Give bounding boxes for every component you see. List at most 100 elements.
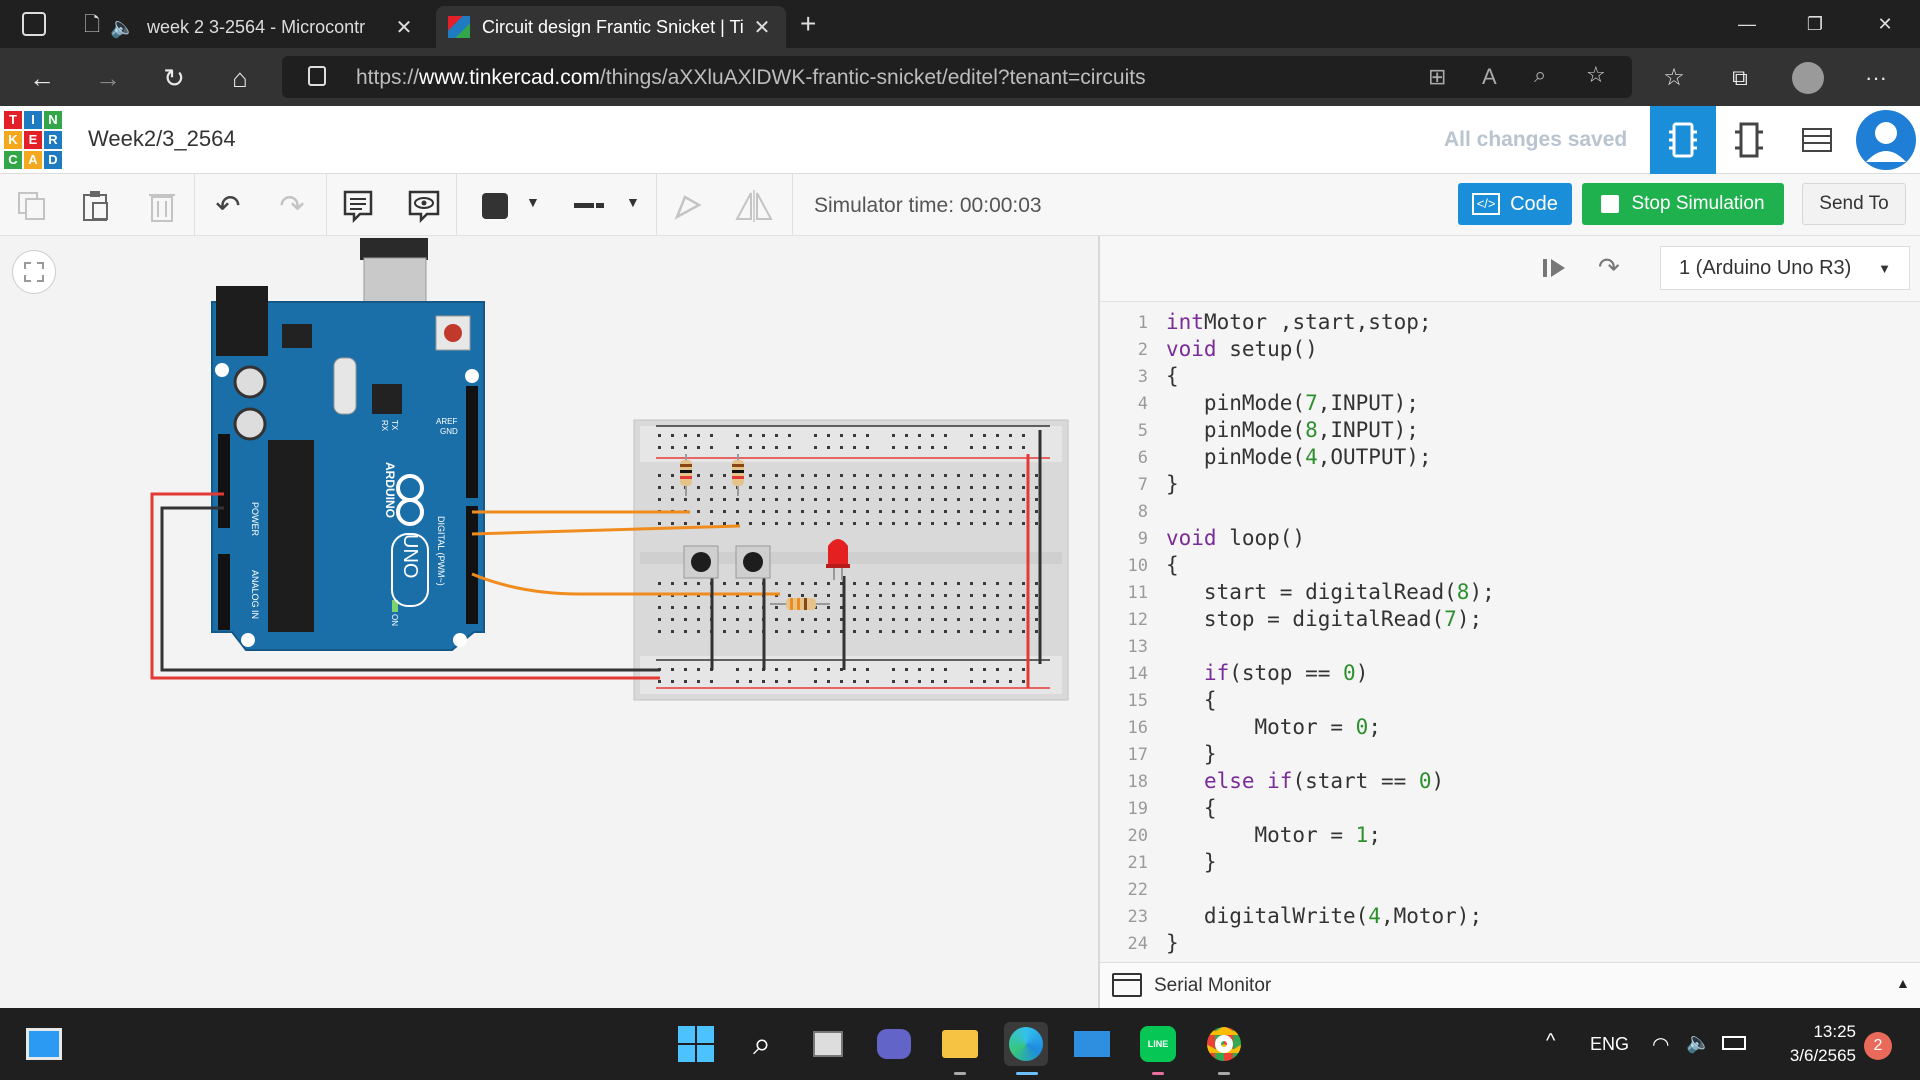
schematic-view-button[interactable] <box>1716 106 1782 174</box>
serial-monitor-bar[interactable]: Serial Monitor ▲ <box>1100 962 1920 1008</box>
collections-icon[interactable]: ⧉ <box>1732 65 1748 90</box>
code-line[interactable]: 7} <box>1100 472 1920 499</box>
resistor-3[interactable] <box>770 598 830 610</box>
pushbutton-1[interactable] <box>683 545 719 579</box>
widgets-icon[interactable] <box>26 1028 62 1060</box>
more-options-icon[interactable]: ··· <box>1865 65 1887 90</box>
component-list-button[interactable] <box>1784 106 1850 174</box>
zoom-icon[interactable]: ⌕ <box>1534 62 1547 87</box>
circuit-view-button[interactable] <box>1650 106 1716 174</box>
code-line[interactable]: 20 Motor = 1; <box>1100 823 1920 850</box>
undo-icon[interactable]: ↶ <box>215 189 241 223</box>
close-tab-icon[interactable]: ✕ <box>395 16 413 39</box>
code-line[interactable]: 18 else if(start == 0) <box>1100 769 1920 796</box>
search-icon[interactable]: ⌕ <box>753 1025 771 1061</box>
code-line[interactable]: 12 stop = digitalRead(7); <box>1100 607 1920 634</box>
read-aloud-icon[interactable]: A <box>1482 64 1497 89</box>
code-line[interactable]: 3{ <box>1100 364 1920 391</box>
code-button[interactable]: </> Code <box>1458 183 1572 225</box>
color-picker[interactable]: ▼ <box>466 184 550 226</box>
address-bar[interactable]: https://www.tinkercad.com/things/aXXluAX… <box>282 56 1632 98</box>
back-icon[interactable]: ← <box>29 63 55 93</box>
new-tab-icon[interactable]: + <box>800 8 817 39</box>
wifi-icon[interactable]: ◠ <box>1652 1034 1670 1056</box>
code-line[interactable]: 23 digitalWrite(4,Motor); <box>1100 904 1920 931</box>
app-available-icon[interactable]: ⊞ <box>1428 64 1447 89</box>
user-avatar[interactable] <box>1856 110 1916 170</box>
delete-button[interactable] <box>142 186 182 226</box>
restore-icon[interactable]: ❐ <box>1806 14 1824 34</box>
code-line[interactable]: 16 Motor = 0; <box>1100 715 1920 742</box>
close-tab-icon[interactable]: ✕ <box>753 16 771 39</box>
project-title[interactable]: Week2/3_2564 <box>88 126 236 151</box>
notes-button[interactable] <box>338 186 378 226</box>
paste-button[interactable] <box>76 186 116 226</box>
zoom-to-fit-button[interactable] <box>12 250 56 294</box>
pushbutton-2[interactable] <box>735 545 771 579</box>
send-to-button[interactable]: Send To <box>1802 183 1906 225</box>
code-line[interactable]: 5 pinMode(8,INPUT); <box>1100 418 1920 445</box>
show-hidden-icons-icon[interactable]: ^ <box>1546 1030 1556 1052</box>
code-line[interactable]: 6 pinMode(4,OUTPUT); <box>1100 445 1920 472</box>
redo-icon[interactable]: ↷ <box>279 189 305 223</box>
file-explorer-icon[interactable] <box>938 1022 982 1066</box>
input-language[interactable]: ENG <box>1590 1034 1630 1054</box>
teams-chat-icon[interactable] <box>872 1022 916 1066</box>
volume-icon[interactable]: 🔈 <box>1686 1032 1711 1054</box>
notification-badge[interactable]: 2 <box>1864 1032 1892 1060</box>
favorites-icon[interactable]: ☆ <box>1663 64 1685 91</box>
flip-button[interactable] <box>734 186 774 226</box>
breadboard[interactable] <box>633 419 1069 701</box>
code-line[interactable]: 21 } <box>1100 850 1920 877</box>
code-line[interactable]: 13 <box>1100 634 1920 661</box>
circuit-canvas[interactable]: ARDUINO UNO DIGITAL (PWM~) POWER ANALOG … <box>0 236 1098 1008</box>
battery-icon[interactable] <box>1722 1036 1746 1050</box>
system-clock[interactable]: 13:25 3/6/2565 <box>1770 1020 1856 1068</box>
code-line[interactable]: 19 { <box>1100 796 1920 823</box>
browser-tab-inactive[interactable]: 🗋 🔈 week 2 3-2564 - Microcontr ✕ <box>72 6 428 48</box>
start-icon[interactable] <box>674 1022 718 1066</box>
code-line[interactable]: 24} <box>1100 931 1920 958</box>
lock-icon[interactable] <box>308 66 326 86</box>
minimize-icon[interactable]: — <box>1738 14 1756 34</box>
code-line[interactable]: 15 { <box>1100 688 1920 715</box>
url-text[interactable]: https://www.tinkercad.com/things/aXXluAX… <box>356 66 1146 89</box>
red-led[interactable] <box>826 539 850 580</box>
arduino-uno-board[interactable]: ARDUINO UNO DIGITAL (PWM~) POWER ANALOG … <box>211 286 485 651</box>
code-line[interactable]: 14 if(stop == 0) <box>1100 661 1920 688</box>
speaker-icon[interactable]: 🔈 <box>110 16 135 39</box>
wire-style-picker[interactable]: ▼ <box>556 184 650 226</box>
code-line[interactable]: 4 pinMode(7,INPUT); <box>1100 391 1920 418</box>
home-icon[interactable]: ⌂ <box>232 63 248 93</box>
add-favorite-icon[interactable]: ☆ <box>1586 62 1606 87</box>
close-window-icon[interactable]: ✕ <box>1877 14 1893 34</box>
browser-tab-active[interactable]: Circuit design Frantic Snicket | Ti ✕ <box>436 6 786 48</box>
tab-actions-icon[interactable] <box>22 12 46 36</box>
task-view-icon[interactable] <box>806 1022 850 1066</box>
notes-visibility-button[interactable] <box>404 186 444 226</box>
profile-icon[interactable] <box>1792 62 1824 94</box>
mail-icon[interactable] <box>1070 1022 1114 1066</box>
refresh-icon[interactable]: ↻ <box>163 63 185 93</box>
line-app-icon[interactable]: LINE <box>1136 1022 1180 1066</box>
copy-button[interactable] <box>12 186 52 226</box>
forward-icon[interactable]: → <box>95 63 121 93</box>
resistor-2[interactable] <box>732 454 744 496</box>
code-line[interactable]: 17 } <box>1100 742 1920 769</box>
step-over-icon[interactable]: ↷ <box>1598 252 1620 282</box>
code-line[interactable]: 10{ <box>1100 553 1920 580</box>
chrome-icon[interactable] <box>1202 1022 1246 1066</box>
step-debug-button[interactable] <box>1540 256 1568 285</box>
resistor-1[interactable] <box>680 454 692 496</box>
code-line[interactable]: 22 <box>1100 877 1920 904</box>
code-line[interactable]: 8 <box>1100 499 1920 526</box>
code-line[interactable]: 11 start = digitalRead(8); <box>1100 580 1920 607</box>
chevron-up-icon[interactable]: ▲ <box>1896 975 1910 991</box>
edge-browser-icon[interactable] <box>1004 1022 1048 1066</box>
device-select[interactable]: 1 (Arduino Uno R3) ▼ <box>1660 246 1910 290</box>
